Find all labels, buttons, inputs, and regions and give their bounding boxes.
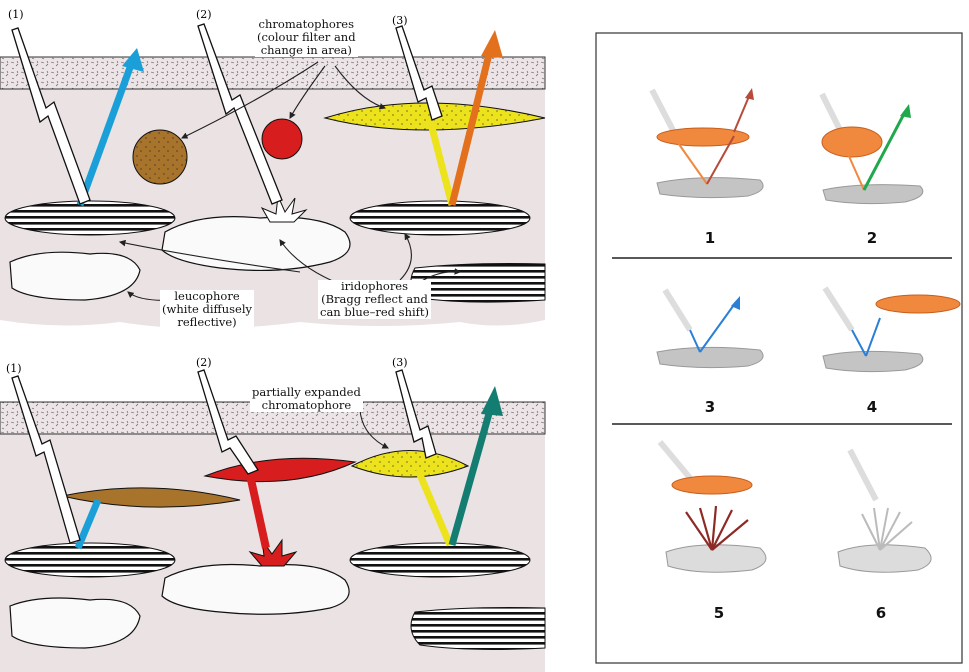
marker-3: (3): [392, 356, 408, 369]
number-1: 1: [695, 229, 725, 247]
marker-3: (3): [392, 14, 408, 27]
leucophore: [162, 217, 350, 271]
label-iridophores: iridophores (Bragg reflect and can blue–…: [318, 280, 431, 319]
number-2: 2: [857, 229, 887, 247]
red-chromatophore: [262, 119, 302, 159]
number-4: 4: [857, 398, 887, 416]
right-panel: [596, 33, 962, 663]
iridophore: [5, 543, 175, 577]
iridophore: [411, 608, 545, 650]
marker-2: (2): [196, 8, 212, 21]
number-5: 5: [704, 604, 734, 622]
brown-chromatophore: [133, 130, 187, 184]
iridophore: [5, 201, 175, 235]
marker-2: (2): [196, 356, 212, 369]
leucophore: [162, 565, 349, 615]
label-leucophore: leucophore (white diffusely reflective): [160, 290, 254, 329]
leucophore: [10, 598, 140, 648]
epidermis-top: [0, 57, 545, 89]
iridophore: [350, 201, 530, 235]
iridophore: [350, 543, 530, 577]
iridophore: [411, 264, 545, 303]
number-3: 3: [695, 398, 725, 416]
marker-1: (1): [8, 8, 24, 21]
marker-1: (1): [6, 362, 22, 375]
label-chromatophores: chromatophores (colour filter and change…: [255, 18, 358, 57]
number-6: 6: [866, 604, 896, 622]
label-partially-expanded: partially expanded chromatophore: [250, 386, 363, 412]
